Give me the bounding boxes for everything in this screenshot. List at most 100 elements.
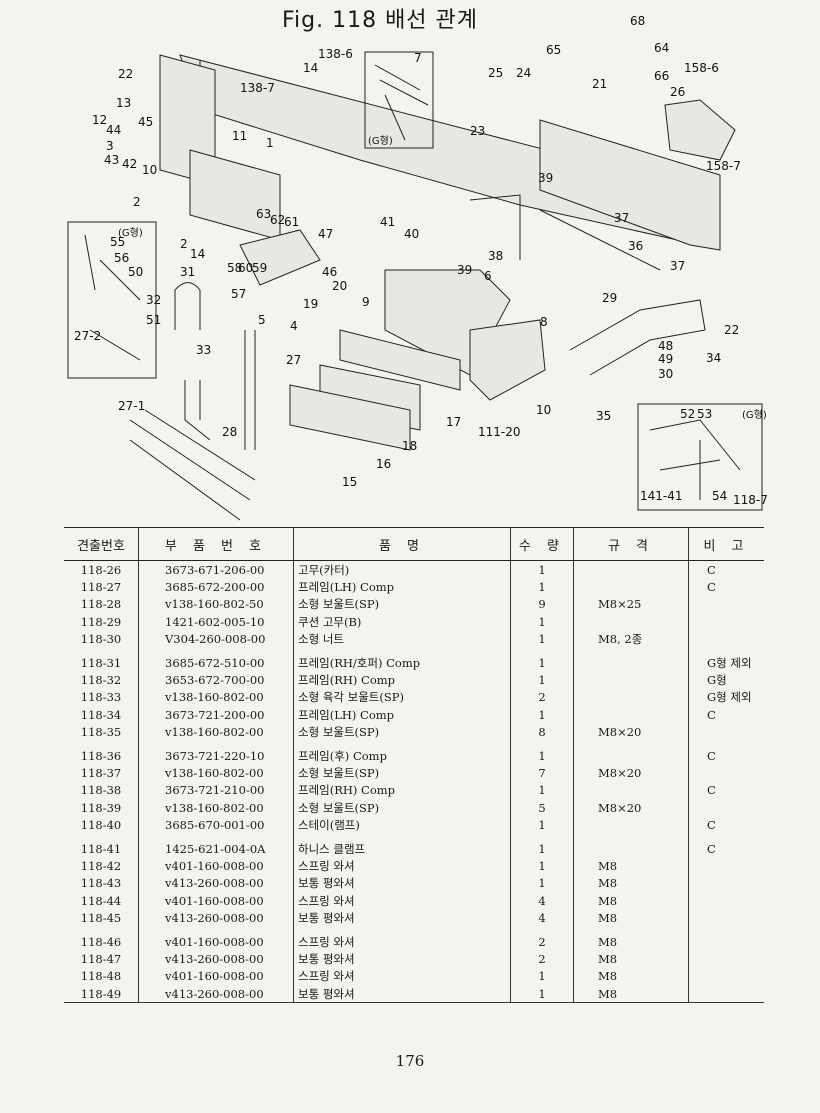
inset-g-left xyxy=(67,221,157,379)
svg-text:54: 54 xyxy=(712,489,727,503)
cell-part-no: v413-260-008-00 xyxy=(138,950,294,968)
cell-part-name: 소형 보울트(SP) xyxy=(293,595,511,614)
cell-ref-no: 118-49 xyxy=(64,984,139,1004)
cell-part-name: 프레임(RH/호퍼) Comp xyxy=(293,647,511,672)
cell-ref-no: 118-35 xyxy=(80,725,122,740)
col-header-part-no: 부 품 번 호 xyxy=(138,527,294,561)
cell-remarks: C xyxy=(688,578,764,596)
svg-text:57: 57 xyxy=(231,287,246,301)
svg-text:39: 39 xyxy=(538,171,553,185)
col-header-remarks: 비 고 xyxy=(688,527,764,561)
cell-qty: 2 xyxy=(510,926,574,951)
svg-text:48: 48 xyxy=(658,339,673,353)
cell-part-no: v413-260-008-00 xyxy=(138,909,294,927)
svg-text:45: 45 xyxy=(138,115,153,129)
cell-spec: M8 xyxy=(573,950,689,968)
cell-ref-no: 118-45 xyxy=(80,911,122,926)
cell-part-no: v401-160-008-00 xyxy=(138,967,294,985)
svg-text:62: 62 xyxy=(270,213,285,227)
cell-ref-no: 118-46 xyxy=(80,934,122,949)
cell-spec: M8×20 xyxy=(573,764,689,782)
cell-remarks: G형 xyxy=(688,671,764,689)
cell-ref-no: 118-27 xyxy=(80,580,122,595)
cell-part-name: 쿠션 고무(B) xyxy=(293,613,511,631)
cell-remarks xyxy=(688,950,764,968)
cell-part-no: v138-160-802-50 xyxy=(138,595,294,614)
cell-ref-no: 118-43 xyxy=(80,876,122,891)
cell-remarks xyxy=(688,630,764,648)
cell-qty: 2 xyxy=(510,950,574,968)
cell-ref-no: 118-26 xyxy=(80,562,122,577)
cell-part-no: 1421-602-005-10 xyxy=(138,613,294,631)
svg-text:(G형): (G형) xyxy=(118,227,143,239)
svg-text:27-1: 27-1 xyxy=(118,399,145,413)
svg-text:22: 22 xyxy=(118,67,133,81)
cell-remarks xyxy=(688,926,764,951)
cell-spec: M8, 2종 xyxy=(573,630,689,648)
svg-text:26: 26 xyxy=(670,85,685,99)
frame-27 xyxy=(244,330,256,450)
cell-remarks: C xyxy=(688,781,764,800)
cell-spec xyxy=(573,740,689,765)
cell-part-no: 3673-721-200-00 xyxy=(138,706,294,724)
cell-part-no: v138-160-802-00 xyxy=(138,688,294,707)
cell-part-name: 보통 평와셔 xyxy=(293,984,511,1004)
svg-text:31: 31 xyxy=(180,265,195,279)
cell-qty: 8 xyxy=(510,723,574,741)
svg-text:24: 24 xyxy=(516,66,531,80)
svg-text:3: 3 xyxy=(106,139,114,153)
svg-text:51: 51 xyxy=(146,313,161,327)
svg-text:68: 68 xyxy=(630,14,645,28)
svg-text:138-7: 138-7 xyxy=(240,81,275,95)
plate-19 xyxy=(239,229,321,286)
cell-part-name: 스프링 와셔 xyxy=(293,967,511,985)
cell-part-name: 프레임(LH) Comp xyxy=(293,706,511,724)
svg-text:40: 40 xyxy=(404,227,419,241)
svg-text:14: 14 xyxy=(303,61,318,75)
svg-text:55: 55 xyxy=(110,235,125,249)
frame-34 xyxy=(569,299,706,376)
cell-spec: M8×20 xyxy=(573,723,689,741)
cell-ref-no: 118-33 xyxy=(80,690,122,705)
cell-part-name: 프레임(RH) Comp xyxy=(293,781,511,800)
cell-part-name: 소형 보울트(SP) xyxy=(293,764,511,782)
cell-qty: 1 xyxy=(510,613,574,631)
cell-remarks: C xyxy=(688,560,764,579)
cell-spec xyxy=(573,647,689,672)
cell-qty: 2 xyxy=(510,688,574,707)
svg-text:35: 35 xyxy=(596,409,611,423)
cell-remarks xyxy=(688,595,764,614)
svg-text:118-7: 118-7 xyxy=(733,493,768,507)
cell-spec: M8 xyxy=(573,857,689,875)
exploded-parts-diagram: 22 13 12 44 45 3 43 42 10 11 1 2 2 14 58… xyxy=(67,14,768,521)
svg-text:58: 58 xyxy=(227,261,242,275)
rod-36 xyxy=(539,209,661,271)
svg-text:44: 44 xyxy=(106,123,121,137)
cell-qty: 9 xyxy=(510,595,574,614)
svg-text:10: 10 xyxy=(142,163,157,177)
cell-part-name: 보통 평와셔 xyxy=(293,950,511,968)
cell-part-name: 고무(카터) xyxy=(293,560,511,579)
svg-text:32: 32 xyxy=(146,293,161,307)
cell-spec xyxy=(573,578,689,596)
cell-spec xyxy=(573,833,689,858)
cell-part-no: 3685-672-510-00 xyxy=(138,647,294,672)
cell-remarks: C xyxy=(688,706,764,724)
svg-text:27: 27 xyxy=(286,353,301,367)
cell-qty: 1 xyxy=(510,833,574,858)
svg-text:50: 50 xyxy=(128,265,143,279)
svg-text:13: 13 xyxy=(116,96,131,110)
col-header-qty: 수 량 xyxy=(510,527,574,561)
cell-qty: 1 xyxy=(510,967,574,985)
